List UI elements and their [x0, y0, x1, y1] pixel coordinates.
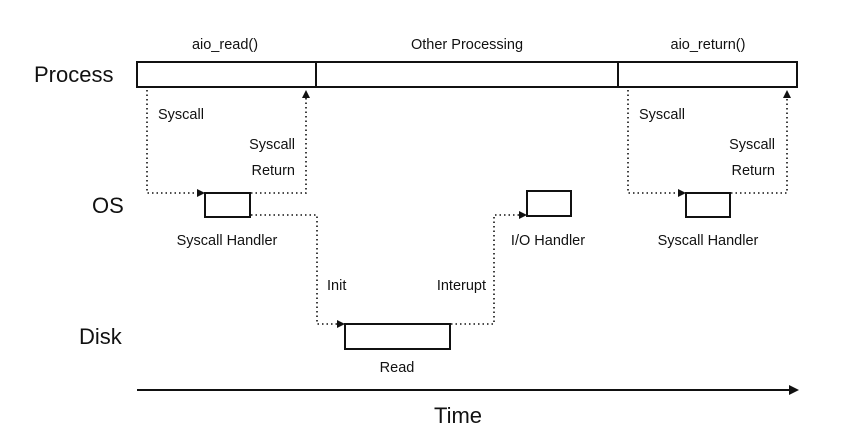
os-lane-label: OS	[92, 193, 124, 218]
interrupt-path	[451, 211, 527, 325]
syscall-label-left: Syscall	[158, 107, 204, 123]
init-path	[251, 214, 345, 328]
interupt-label: Interupt	[437, 278, 486, 294]
aio-read-segment-label: aio_read()	[192, 37, 258, 53]
read-box	[344, 323, 451, 350]
syscall-handler-box-left	[204, 192, 251, 218]
other-processing-segment-label: Other Processing	[411, 37, 523, 53]
syscall-return-label-left-line-1: Syscall	[249, 137, 295, 153]
init-label: Init	[327, 278, 346, 294]
time-axis-label: Time	[434, 403, 482, 428]
process-lane-label: Process	[34, 62, 113, 87]
read-label: Read	[380, 360, 415, 376]
syscall-path-left	[146, 90, 205, 197]
syscall-return-label-right-line-1: Syscall	[729, 137, 775, 153]
aio-return-segment-label: aio_return()	[671, 37, 746, 53]
syscall-path-right	[627, 90, 686, 197]
io-handler-label: I/O Handler	[511, 233, 585, 249]
syscall-return-path-right	[731, 90, 791, 194]
io-handler-box	[526, 190, 572, 217]
disk-lane-label: Disk	[79, 324, 123, 349]
syscall-handler-box-right	[685, 192, 731, 218]
syscall-return-label-right-line-2: Return	[731, 163, 775, 179]
syscall-handler-label-right: Syscall Handler	[658, 233, 759, 249]
process-timeline-bar	[136, 61, 798, 88]
syscall-handler-label-left: Syscall Handler	[177, 233, 278, 249]
syscall-label-right: Syscall	[639, 107, 685, 123]
syscall-return-path-left	[251, 90, 310, 194]
syscall-return-label-left-line-2: Return	[251, 163, 295, 179]
